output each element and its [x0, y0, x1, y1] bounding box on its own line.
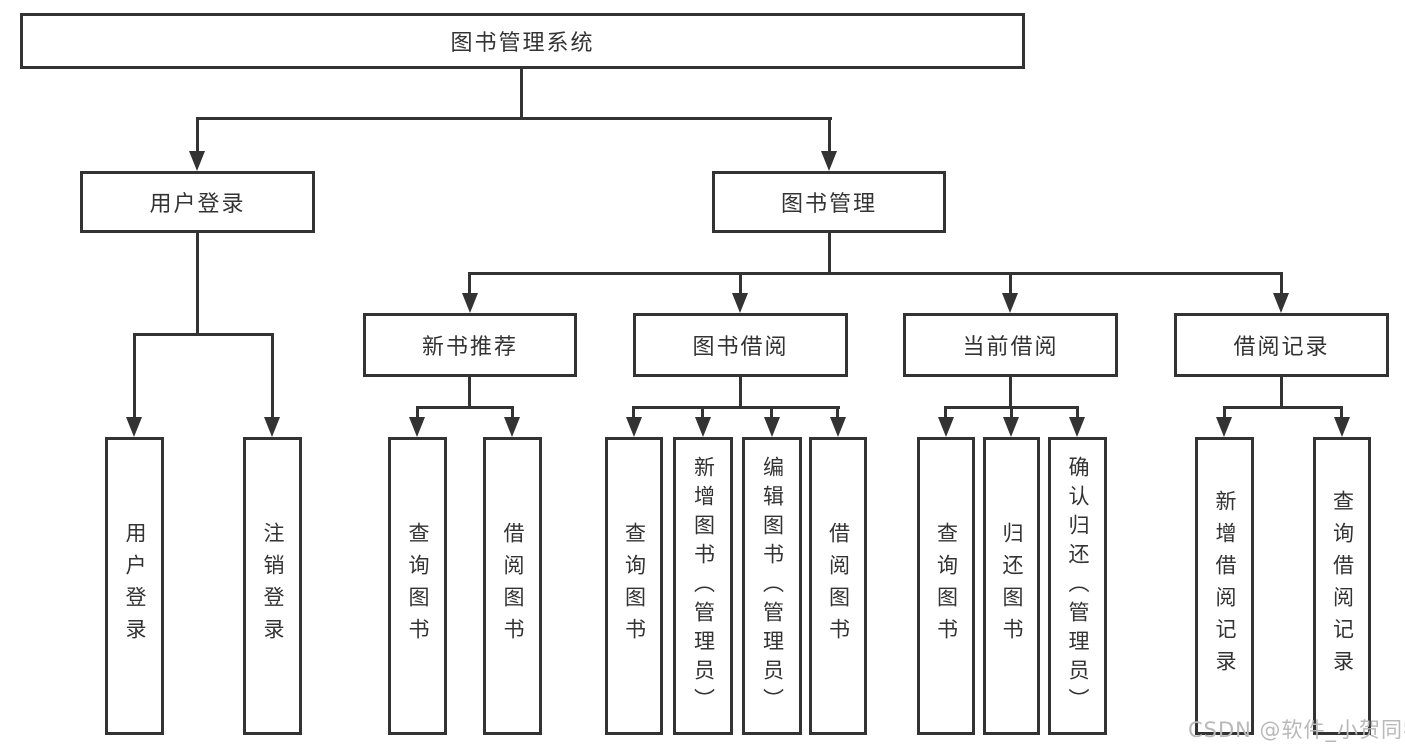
node-bb-edit-books-admin: 编辑图书（管理员） [742, 437, 802, 735]
arrow-down-icon [732, 293, 748, 313]
connector-bb-leaf4 [836, 406, 839, 420]
node-bb-add-books-admin: 新增图书（管理员） [673, 437, 733, 735]
node-bb-query-books: 查询图书 [605, 437, 663, 735]
node-label: 借阅图书 [501, 522, 525, 650]
connector-br-leaf2 [1340, 406, 1343, 420]
arrow-down-icon [1003, 417, 1019, 437]
node-label: 借阅记录 [1233, 335, 1330, 360]
node-user-login-action: 用户登录 [105, 437, 164, 735]
connector-nb-leaf1 [416, 406, 419, 420]
connector-to-current-borrow [1009, 272, 1012, 296]
connector-nb-rail [416, 406, 514, 409]
connector-to-book-borrow [739, 272, 742, 296]
connector-to-book-management [828, 117, 831, 153]
node-label: 图书借阅 [692, 335, 789, 360]
node-book-management: 图书管理 [712, 171, 946, 233]
arrow-down-icon [830, 417, 846, 437]
node-nb-query-books: 查询图书 [388, 437, 447, 735]
node-nb-borrow-books: 借阅图书 [483, 437, 542, 735]
watermark: CSDN @软件_小贺同学 [1188, 718, 1405, 742]
connector-br-stub [1280, 377, 1283, 408]
connector-to-login-leaf [133, 333, 136, 419]
node-current-borrow: 当前借阅 [903, 313, 1118, 377]
node-label: 归还图书 [1000, 522, 1024, 650]
connector-root-rail [196, 117, 832, 120]
connector-root-stub [520, 69, 523, 118]
node-br-add-borrow-record: 新增借阅记录 [1195, 437, 1254, 735]
node-label: 当前借阅 [962, 335, 1059, 360]
arrow-down-icon [626, 417, 642, 437]
connector-nb-leaf2 [511, 406, 514, 420]
node-cb-confirm-return-admin: 确认归还（管理员） [1048, 437, 1107, 735]
connector-sections-rail [468, 272, 1282, 275]
node-borrow-records: 借阅记录 [1174, 313, 1389, 377]
node-label: 查询图书 [406, 522, 430, 650]
node-label: 新书推荐 [421, 335, 518, 360]
arrow-down-icon [1273, 293, 1289, 313]
connector-cb-leaf2 [1010, 406, 1013, 420]
node-label: 图书管理 [780, 192, 877, 217]
arrow-down-icon [1069, 417, 1085, 437]
connector-cb-stub [1009, 377, 1012, 408]
node-label: 借阅图书 [826, 522, 851, 650]
arrow-down-icon [821, 151, 837, 171]
connector-to-new-book-recommend [468, 272, 471, 296]
node-label: 新增借阅记录 [1213, 490, 1237, 682]
connector-bb-leaf2 [701, 406, 704, 420]
node-label: 用户登录 [123, 522, 147, 650]
arrow-down-icon [764, 417, 780, 437]
node-bb-borrow-books: 借阅图书 [809, 437, 867, 735]
connector-user-login-stub [196, 233, 199, 335]
arrow-down-icon [189, 151, 205, 171]
arrow-down-icon [462, 293, 478, 313]
connector-bb-leaf1 [632, 406, 635, 420]
node-library-system: 图书管理系统 [20, 13, 1025, 69]
node-cb-query-books: 查询图书 [917, 437, 975, 735]
arrow-down-icon [126, 417, 142, 437]
arrow-down-icon [1216, 417, 1232, 437]
connector-bb-stub [739, 377, 742, 408]
connector-nb-stub [468, 377, 471, 408]
node-label: 查询借阅记录 [1330, 490, 1355, 682]
node-cb-return-books: 归还图书 [983, 437, 1040, 735]
node-logout: 注销登录 [243, 437, 302, 735]
node-label: 查询图书 [622, 522, 647, 650]
node-label: 新增图书（管理员） [691, 455, 716, 717]
arrow-down-icon [938, 417, 954, 437]
arrow-down-icon [264, 417, 280, 437]
connector-cb-leaf3 [1076, 406, 1079, 420]
connector-bb-leaf3 [770, 406, 773, 420]
node-label: 图书管理系统 [450, 31, 595, 56]
connector-to-user-login [196, 117, 199, 153]
node-user-login: 用户登录 [80, 171, 315, 233]
arrow-down-icon [1334, 417, 1350, 437]
node-book-borrow: 图书借阅 [633, 313, 848, 377]
arrow-down-icon [504, 417, 520, 437]
connector-br-rail [1223, 406, 1343, 409]
arrow-down-icon [409, 417, 425, 437]
connector-cb-leaf1 [944, 406, 947, 420]
node-br-query-borrow-record: 查询借阅记录 [1313, 437, 1371, 735]
connector-to-borrow-records [1280, 272, 1283, 296]
connector-br-leaf1 [1223, 406, 1226, 420]
node-label: 查询图书 [934, 522, 959, 650]
connector-book-management-stub [828, 233, 831, 274]
node-label: 注销登录 [261, 522, 285, 650]
node-label: 编辑图书（管理员） [760, 455, 785, 717]
connector-user-login-rail [133, 333, 274, 336]
arrow-down-icon [695, 417, 711, 437]
arrow-down-icon [1002, 293, 1018, 313]
node-new-book-recommend: 新书推荐 [363, 313, 577, 377]
connector-bb-rail [632, 406, 840, 409]
node-label: 确认归还（管理员） [1066, 455, 1090, 717]
connector-to-logout-leaf [271, 333, 274, 419]
node-label: 用户登录 [149, 192, 246, 217]
